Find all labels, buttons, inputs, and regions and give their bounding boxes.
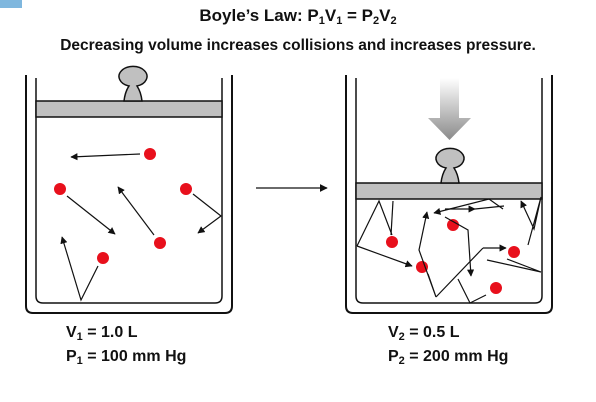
trajectory-arrow [444, 216, 475, 277]
molecule [447, 219, 459, 231]
molecule [416, 261, 428, 273]
trajectory-segment [457, 278, 487, 304]
trajectory-arrow [356, 245, 413, 268]
molecule [154, 237, 166, 249]
trajectory-arrow [60, 236, 99, 302]
volume-label-1: V1 = 1.0 L [66, 324, 138, 343]
trajectory-arrow [520, 196, 542, 246]
right-container-inner-wall [355, 78, 543, 304]
right-molecules [386, 219, 520, 294]
trajectory-segment [356, 199, 393, 247]
left-molecules [54, 148, 192, 264]
right-container-wall [345, 75, 553, 314]
trajectory-segment [435, 247, 484, 298]
molecule [386, 236, 398, 248]
left-container-inner-wall [35, 78, 223, 304]
volume-label-2: V2 = 0.5 L [388, 324, 460, 343]
left-container-labels: V1 = 1.0 L P1 = 100 mm Hg [66, 323, 186, 371]
trajectory-arrow [66, 195, 116, 235]
molecule [180, 183, 192, 195]
diagram-title: Boyle’s Law: P1V1 = P2V2 [199, 6, 397, 27]
trajectory-arrow [433, 198, 504, 215]
right-container [345, 75, 553, 314]
corner-mark [0, 0, 22, 8]
trajectory-segment [390, 200, 394, 236]
trajectory-arrow [418, 211, 437, 298]
right-piston-handle [435, 147, 465, 184]
left-trajectories [60, 153, 222, 302]
pressure-label-2: P2 = 200 mm Hg [388, 348, 509, 367]
molecule [508, 246, 520, 258]
pressure-label-1: P1 = 100 mm Hg [66, 348, 187, 367]
diagram-subtitle: Decreasing volume increases collisions a… [60, 37, 536, 54]
trajectory-arrow [117, 186, 155, 236]
trajectory-arrow [70, 153, 141, 161]
left-piston-handle [118, 65, 148, 102]
right-piston-plate [355, 182, 543, 200]
right-container-labels: V2 = 0.5 L P2 = 200 mm Hg [388, 323, 508, 371]
pressure-arrow [428, 78, 471, 140]
molecule [54, 183, 66, 195]
molecule [144, 148, 156, 160]
left-piston-plate [35, 100, 223, 118]
left-container [25, 65, 233, 314]
trajectory-segment [486, 258, 542, 273]
left-container-wall [25, 75, 233, 314]
molecule [490, 282, 502, 294]
right-trajectories [356, 196, 542, 304]
molecule [97, 252, 109, 264]
trajectory-segment [474, 205, 505, 210]
trajectory-arrow [192, 193, 222, 234]
